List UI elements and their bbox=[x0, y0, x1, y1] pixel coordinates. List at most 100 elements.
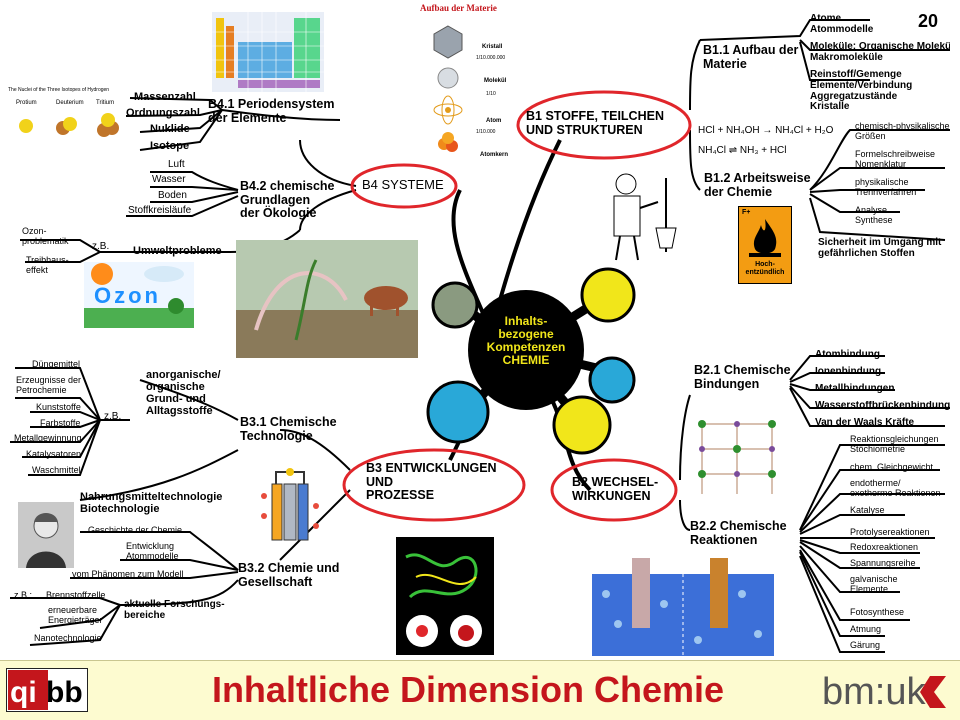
matter-structure-image: Aufbau der Materie Kristall 1/10.000.000… bbox=[418, 2, 518, 164]
b22-item-redox: Redoxreaktionen bbox=[850, 542, 919, 552]
b42-env-ozon: Ozon- problematik bbox=[22, 226, 69, 246]
b41-item-isotope: Isotope bbox=[150, 140, 190, 152]
b22-item-gleichgewicht: chem. Gleichgewicht bbox=[850, 462, 934, 472]
b12-item-trenn: physikalische Trennverfahren bbox=[855, 177, 917, 197]
b22-item-endotherm: endotherme/ exotherme Reaktionen bbox=[850, 478, 941, 498]
b31-item-farbstoffe: Farbstoffe bbox=[40, 418, 81, 428]
ecology-cycle-image bbox=[236, 240, 418, 358]
matter-scale-1: 1/10.000.000 bbox=[476, 55, 506, 61]
equation-1: HCl + NH₄OH → NH₄Cl + H₂O bbox=[698, 125, 834, 136]
b42-title: B4.2 chemische Grundlagen der Ökologie bbox=[240, 179, 335, 220]
footer-title: Inhaltliche Dimension Chemie bbox=[211, 669, 725, 710]
isotope-tritium-label: Tritium bbox=[96, 100, 115, 106]
b42-env: Umweltprobleme bbox=[133, 245, 222, 257]
b32-item-phaenomen: vom Phänomen zum Modell bbox=[72, 569, 184, 579]
b11-item-molekuele: Moleküle; Organische Moleküle Makromolek… bbox=[810, 42, 950, 63]
isotope-nuclei-icon bbox=[19, 113, 119, 137]
b21-item-vanderwaals: Van der Waals Kräfte bbox=[815, 417, 915, 428]
mindmap-branches bbox=[10, 19, 950, 653]
b41-item-nuklide: Nuklide bbox=[150, 123, 190, 135]
b12-title: B1.2 Arbeitsweise der Chemie bbox=[704, 171, 811, 199]
matter-label-atomkern: Atomkern bbox=[480, 152, 509, 158]
svg-text:bb: bb bbox=[46, 676, 83, 709]
b31-item-katalysatoren: Katalysatoren bbox=[26, 449, 82, 459]
flame-icon bbox=[749, 219, 781, 257]
b31-item-duenger: Düngemittel bbox=[32, 359, 81, 369]
b32-title: B3.2 Chemie und Gesellschaft bbox=[238, 561, 340, 589]
b2-title: B2 WECHSEL- WIRKUNGEN bbox=[572, 475, 659, 503]
b1-title: B1 STOFFE, TEILCHEN UND STRUKTUREN bbox=[526, 109, 664, 137]
b42-item-luft: Luft bbox=[168, 159, 185, 170]
matter-label-atom: Atom bbox=[486, 118, 502, 124]
b4-title: B4 SYSTEME bbox=[362, 177, 444, 192]
matter-scale-2: 1/10 bbox=[486, 91, 496, 97]
b12-item-analyse: Analyse Synthese bbox=[855, 205, 893, 225]
b32-zb: z.B.: bbox=[14, 590, 33, 600]
b32-research: aktuelle Forschungs- bereiche bbox=[124, 599, 225, 621]
b31-title: B3.1 Chemische Technologie bbox=[240, 415, 337, 443]
sun-icon bbox=[84, 263, 194, 328]
b41-item-massenzahl: Massenzahl bbox=[134, 91, 196, 103]
b22-item-atmung: Atmung bbox=[850, 624, 882, 634]
protein-structure-image bbox=[396, 537, 494, 655]
svg-text:bm:uk: bm:uk bbox=[822, 671, 926, 712]
b11-title: B1.1 Aufbau der Materie bbox=[703, 43, 799, 71]
qibb-logo-text: qi bbox=[10, 676, 37, 709]
b22-item-katalyse: Katalyse bbox=[850, 505, 885, 515]
matter-title: Aufbau der Materie bbox=[420, 3, 497, 13]
b31-item-petrochemie: Erzeugnisse der Petrochemie bbox=[16, 375, 82, 395]
b31-food: Nahrungsmitteltechnologie Biotechnologie bbox=[80, 491, 223, 515]
scientist-portrait-image bbox=[18, 502, 74, 568]
page-number: 20 bbox=[918, 11, 939, 31]
isotopes-caption: The Nuclei of the Three Isotopes of Hydr… bbox=[8, 87, 110, 93]
b42-item-wasser: Wasser bbox=[152, 174, 186, 185]
galvanic-cell-image bbox=[592, 558, 774, 656]
crystal-lattice-image bbox=[692, 404, 788, 500]
b22-item-gaerung: Gärung bbox=[850, 640, 881, 650]
hazard-sign: F+ Hoch- entzündlich bbox=[738, 206, 792, 284]
b21-item-ionenbindung: Ionenbindung bbox=[815, 366, 882, 377]
b22-item-protolyse: Protolysereaktionen bbox=[850, 527, 930, 537]
qibb-logo: qi bb bbox=[6, 668, 88, 712]
b22-item-reaktionsgl: Reaktionsgleichungen Stöchiometrie bbox=[850, 434, 939, 454]
crystal-atom-icon bbox=[433, 25, 463, 152]
b21-title: B2.1 Chemische Bindungen bbox=[694, 363, 791, 391]
fuel-cell-image bbox=[261, 468, 319, 541]
b22-item-galvanisch: galvanische Elemente bbox=[850, 574, 898, 594]
b31-zb: z.B. bbox=[104, 411, 122, 422]
b32-item-atommodelle: Entwicklung Atommodelle bbox=[126, 541, 179, 561]
b42-item-stoffkreislaeufe: Stoffkreisläufe bbox=[128, 205, 192, 216]
b12-safety: Sicherheit im Umgang mit gefährlichen St… bbox=[818, 237, 942, 259]
b22-item-fotosynthese: Fotosynthese bbox=[850, 607, 905, 617]
isotope-deuterium-label: Deuterium bbox=[56, 100, 84, 106]
ozone-word: Ozon bbox=[94, 283, 161, 308]
b41-item-ordnungszahl: Ordnungszahl bbox=[126, 107, 200, 119]
b42-zb: z.B. bbox=[92, 241, 110, 252]
equation-2: NH₄Cl ⇌ NH₃ + HCl bbox=[698, 145, 787, 156]
ozone-image: Ozon bbox=[84, 262, 194, 328]
b11-item-atome: Atome Atommodelle bbox=[810, 13, 874, 35]
b42-env-treibhaus: Treibhaus- effekt bbox=[26, 255, 69, 275]
matter-label-molekuel: Molekül bbox=[484, 78, 507, 84]
b32-research-brennstoff: Brennstoffzelle bbox=[46, 590, 106, 600]
hazard-label: Hoch- entzündlich bbox=[745, 261, 785, 276]
chemist-cartoon-image bbox=[613, 173, 677, 261]
periodic-table-image bbox=[212, 12, 324, 92]
b31-group: anorganische/ organische Grund- und Allt… bbox=[146, 369, 221, 417]
b21-item-atombindung: Atombindung bbox=[815, 349, 880, 360]
b12-item-groessen: chemisch-physikalische Größen bbox=[855, 122, 950, 141]
b31-item-kunststoffe: Kunststoffe bbox=[36, 402, 81, 412]
isotope-protium-label: Protium bbox=[16, 100, 37, 106]
center-label: Inhalts- bezogene Kompetenzen CHEMIE bbox=[486, 314, 566, 367]
b41-title: B4.1 Periodensystem der Elemente bbox=[208, 97, 335, 125]
b3-title: B3 ENTWICKLUNGEN UND PROZESSE bbox=[366, 461, 497, 502]
matter-scale-3: 1/10.000 bbox=[476, 129, 496, 135]
isotopes-image: The Nuclei of the Three Isotopes of Hydr… bbox=[8, 87, 126, 154]
b21-item-metallbindungen: Metallbindungen bbox=[815, 383, 895, 394]
b31-item-metall: Metallgewinnung bbox=[14, 433, 82, 443]
b12-item-formel: Formelschreibweise Nomenklatur bbox=[855, 149, 936, 169]
b42-item-boden: Boden bbox=[158, 190, 187, 201]
b32-research-energie: erneuerbare Energieträger bbox=[48, 605, 103, 625]
b32-item-geschichte: Geschichte der Chemie bbox=[88, 525, 183, 535]
